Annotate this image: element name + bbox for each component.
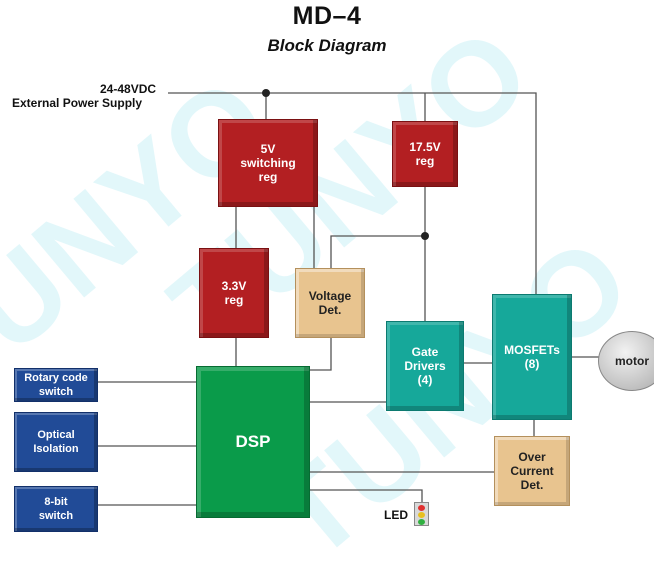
block-optical-isolation: Optical Isolation [14, 412, 98, 472]
junction-dot-17v [421, 232, 429, 240]
block-3-3v-reg: 3.3V reg [199, 248, 269, 338]
diagram-title: MD–4 [292, 2, 362, 30]
block-rotary-code-switch: Rotary code switch [14, 368, 98, 402]
block-5v-switching-reg: 5V switching reg [218, 119, 318, 207]
led-label: LED [384, 508, 408, 522]
block-8bit-switch: 8-bit switch [14, 486, 98, 532]
block-gate-drivers: Gate Drivers (4) [386, 321, 464, 411]
block-17-5v-reg: 17.5V reg [392, 121, 458, 187]
connection-wires [98, 89, 600, 506]
block-voltage-det: Voltage Det. [295, 268, 365, 338]
wire-dsp-to-led [310, 489, 423, 502]
block-motor: motor [598, 331, 654, 391]
block-mosfets: MOSFETs (8) [492, 294, 572, 420]
wire-vdet-to-dsp [310, 338, 332, 371]
block-over-current-det: Over Current Det. [494, 436, 570, 506]
junction-dot-power [262, 89, 270, 97]
block-dsp: DSP [196, 366, 310, 518]
wire-junction-to-vdet [330, 235, 425, 268]
wire-power-bus [168, 92, 537, 294]
led-icon [414, 502, 429, 526]
power-supply-label: External Power Supply [12, 96, 143, 110]
diagram-subtitle: Block Diagram [267, 36, 387, 55]
power-supply-voltage-label: 24-48VDC [100, 82, 157, 96]
